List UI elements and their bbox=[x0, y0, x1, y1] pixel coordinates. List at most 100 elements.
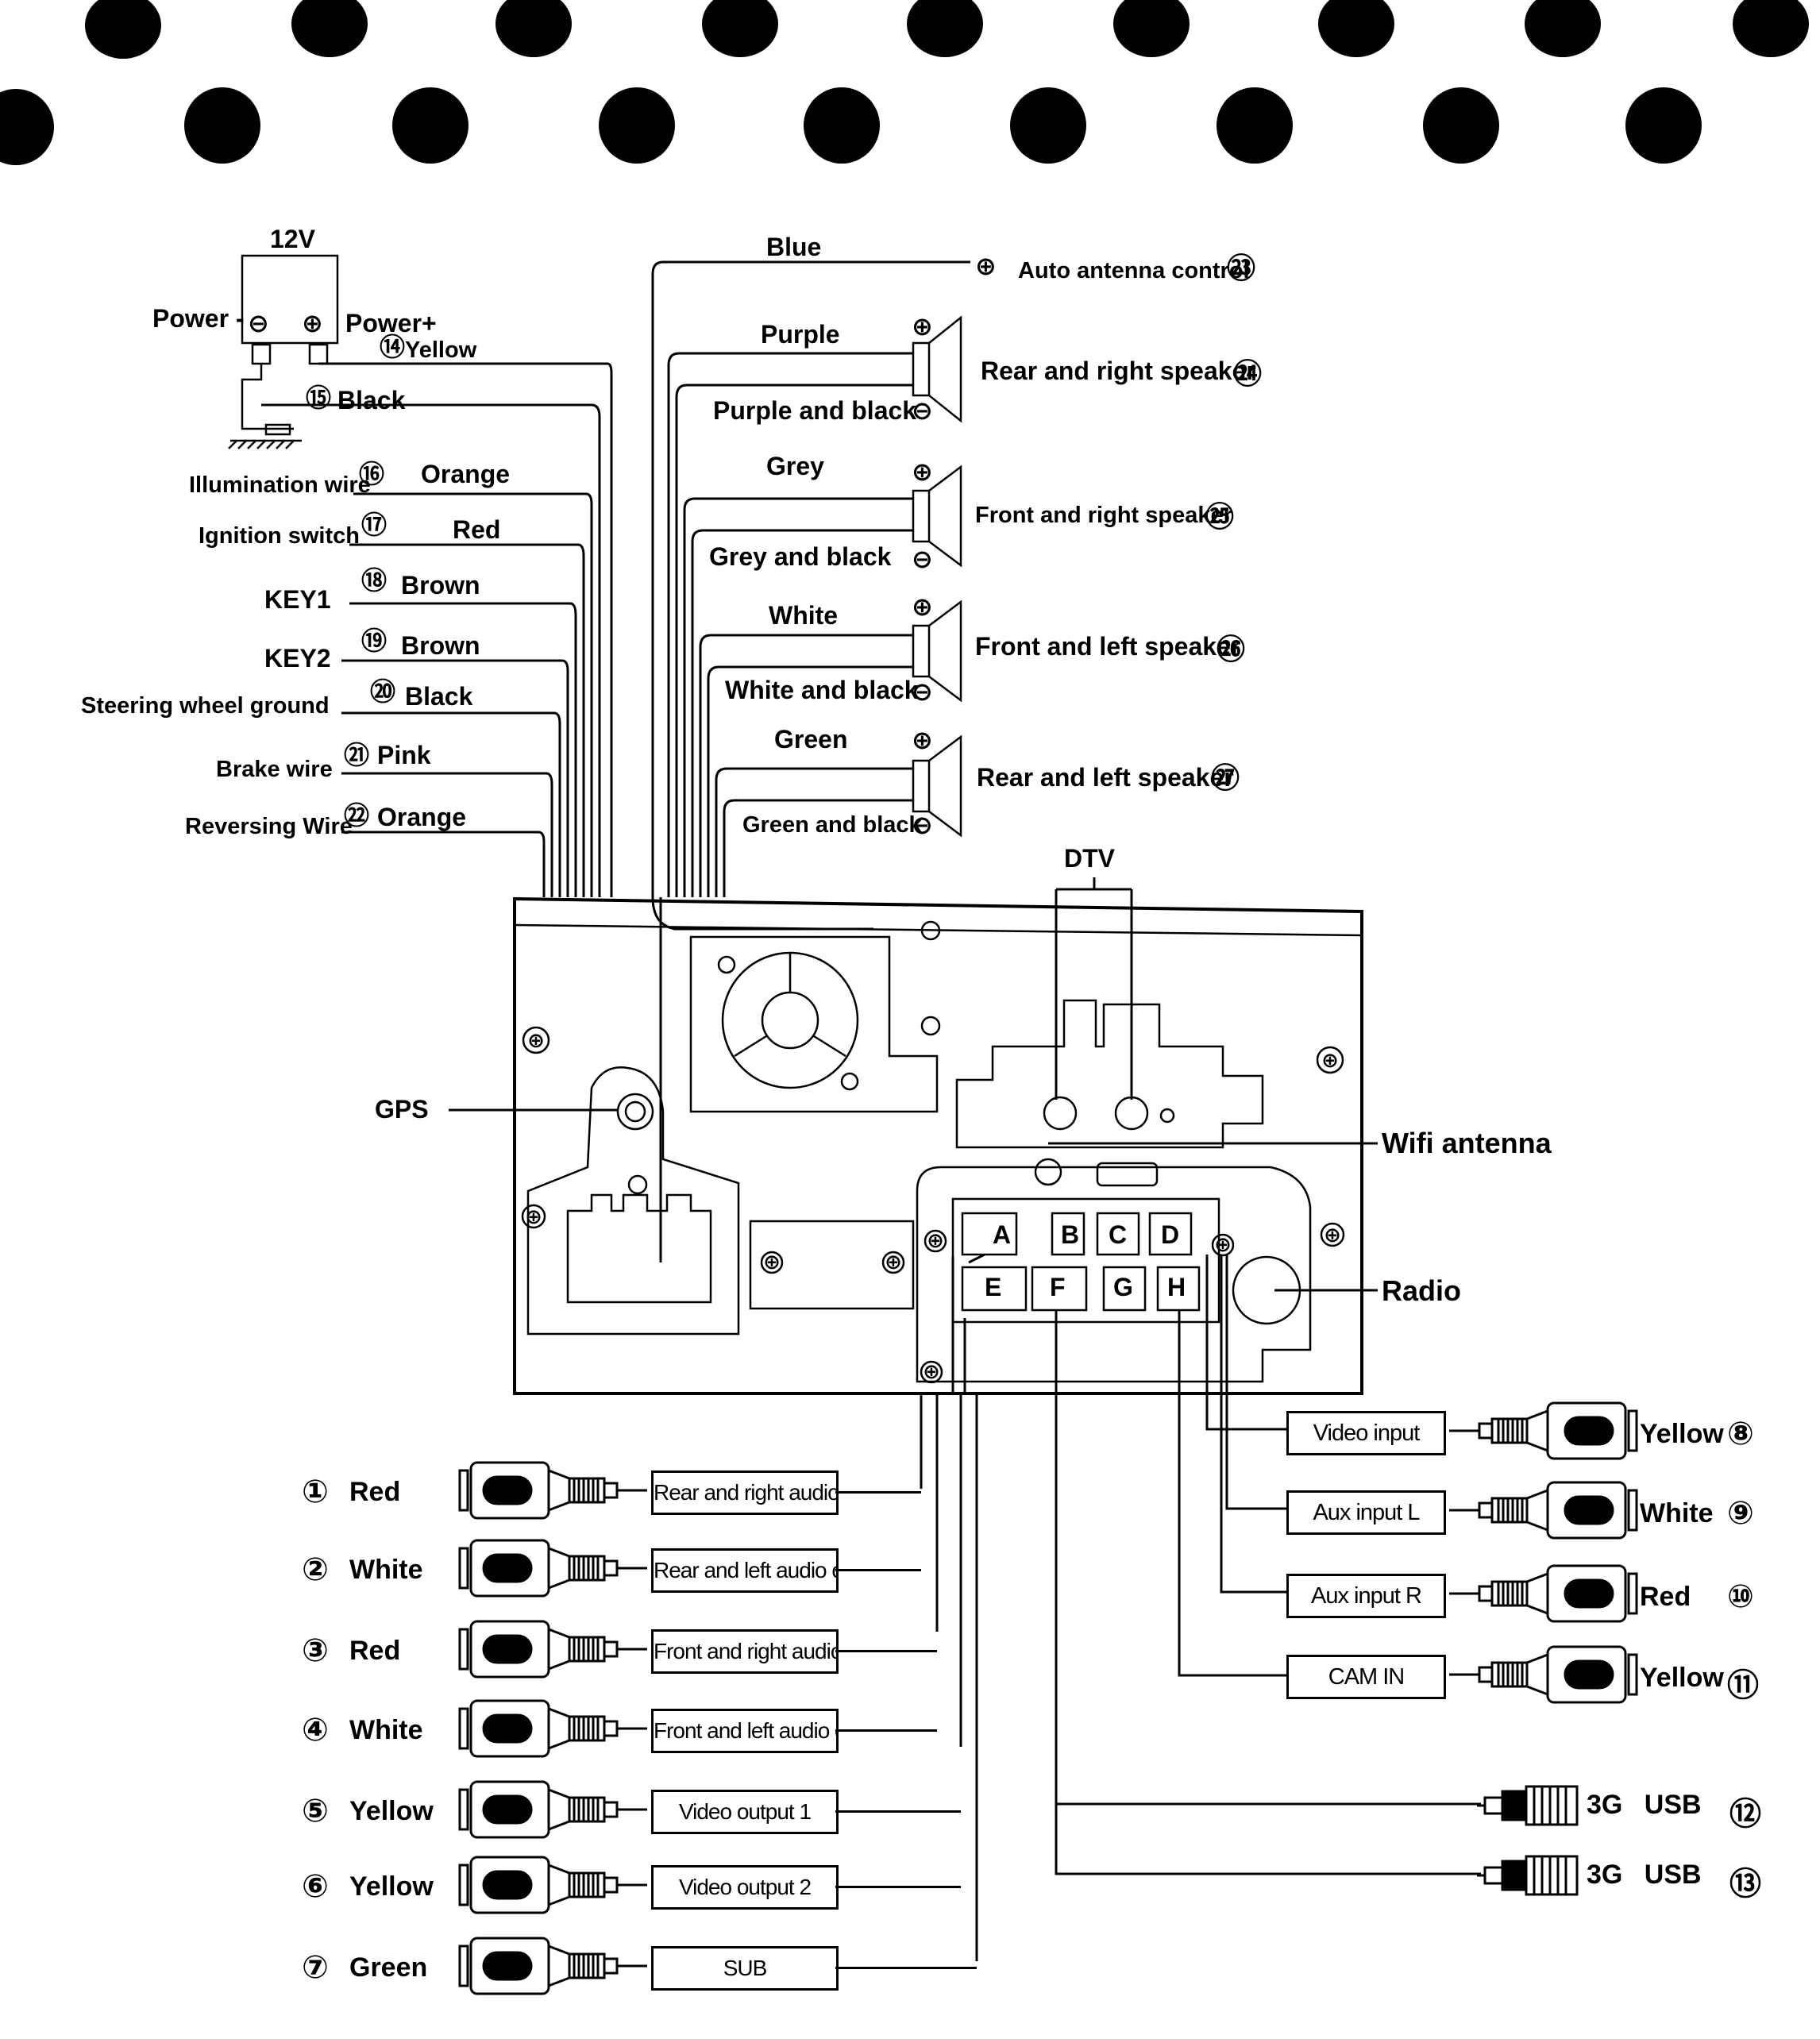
speaker-25-neg: Grey and black bbox=[709, 542, 892, 571]
wire-16-label: Illumination wire bbox=[189, 472, 371, 498]
output-label: Rear and right audio output bbox=[651, 1470, 839, 1515]
output-color: White bbox=[349, 1555, 423, 1585]
port-c: C bbox=[1096, 1212, 1140, 1256]
input-row: Aux input L White ⑨ bbox=[1286, 1481, 1795, 1544]
port-grid: A B C D E F G H bbox=[961, 1212, 1201, 1312]
svg-text:⊕: ⊕ bbox=[525, 1205, 542, 1228]
wire-15-num: ⑮ bbox=[306, 384, 331, 412]
rca-plug-icon bbox=[457, 1620, 647, 1679]
output-num: ② bbox=[302, 1552, 329, 1587]
usb-num: ⑫ bbox=[1729, 1797, 1761, 1832]
speaker-27: Green Green and black Rear and left spea… bbox=[715, 725, 1240, 897]
usb-plug-icon bbox=[1477, 1852, 1580, 1899]
wire-21-label: Brake wire bbox=[216, 757, 333, 782]
antenna-color: Blue bbox=[766, 233, 821, 261]
wire-19-num: ⑲ bbox=[361, 626, 387, 655]
output-color: White bbox=[349, 1715, 423, 1745]
output-label: Video output 2 bbox=[651, 1865, 839, 1910]
speaker-24-neg-sign: ⊖ bbox=[912, 396, 933, 425]
usb-label: 3G USB bbox=[1587, 1790, 1702, 1820]
speaker-27-neg: Green and black bbox=[742, 812, 923, 838]
output-row: ⑦ Green SUB bbox=[302, 1935, 977, 1999]
svg-text:⊕: ⊕ bbox=[527, 1028, 545, 1052]
rca-plug-icon bbox=[457, 1539, 647, 1598]
speaker-25-num: ㉕ bbox=[1205, 500, 1234, 533]
port-e: E bbox=[961, 1266, 1028, 1312]
svg-text:⊕: ⊕ bbox=[1321, 1048, 1339, 1072]
output-row: ④ White Front and left audio output bbox=[302, 1698, 977, 1761]
rca-jack-icon bbox=[1449, 1481, 1638, 1540]
antenna-sign: ⊕ bbox=[975, 252, 997, 280]
wire-17-color: Red bbox=[453, 515, 500, 544]
output-label: SUB bbox=[651, 1946, 839, 1991]
usb-plug-icon bbox=[1477, 1782, 1580, 1829]
port-e-letter: E bbox=[985, 1273, 1001, 1301]
svg-text:⊕: ⊕ bbox=[927, 1228, 944, 1252]
port-a: A bbox=[961, 1212, 1018, 1256]
wire-20-num: ⑳ bbox=[370, 677, 395, 706]
speaker-26-num: ㉖ bbox=[1217, 633, 1245, 665]
usb-label: 3G USB bbox=[1587, 1860, 1702, 1890]
usb-num: ⑬ bbox=[1729, 1867, 1761, 1902]
output-row: ② White Rear and left audio output bbox=[302, 1537, 977, 1601]
port-a-letter: A bbox=[993, 1220, 1011, 1249]
svg-text:⊕: ⊕ bbox=[885, 1250, 902, 1274]
speaker-group: Purple Purple and black Rear and right s… bbox=[667, 312, 1262, 897]
wifi-label: Wifi antenna bbox=[1382, 1127, 1552, 1159]
rca-jack-icon bbox=[1449, 1564, 1638, 1623]
antenna-num: ㉓ bbox=[1227, 252, 1255, 284]
port-f-letter: F bbox=[1050, 1273, 1066, 1301]
output-row: ⑥ Yellow Video output 2 bbox=[302, 1854, 977, 1918]
wire-18-color: Brown bbox=[401, 571, 480, 599]
wire-21: Brake wire ㉑ Pink bbox=[216, 741, 553, 897]
rca-jack-icon bbox=[1449, 1401, 1638, 1460]
wire-20-label: Steering wheel ground bbox=[81, 693, 330, 719]
speaker-25: Grey Grey and black Front and right spea… bbox=[683, 452, 1234, 897]
wire-14-num: ⑭ bbox=[380, 333, 405, 361]
wire-14-color: Yellow bbox=[405, 337, 477, 363]
speaker-27-num: ㉗ bbox=[1211, 761, 1240, 794]
wire-19-color: Brown bbox=[401, 631, 480, 660]
wire-21-num: ㉑ bbox=[344, 741, 369, 769]
svg-text:⊕: ⊕ bbox=[923, 1359, 940, 1383]
power-minus-sign: ⊖ bbox=[248, 309, 269, 337]
input-color: White bbox=[1640, 1498, 1714, 1528]
voltage-label: 12V bbox=[270, 225, 316, 253]
input-row: CAM IN Yellow ⑪ bbox=[1286, 1645, 1795, 1709]
port-b: B bbox=[1051, 1212, 1085, 1256]
power-plus-label: Power+ bbox=[345, 309, 437, 337]
speaker-24-neg: Purple and black bbox=[713, 396, 916, 425]
wire-16-color: Orange bbox=[421, 460, 510, 488]
wire-17-num: ⑰ bbox=[361, 511, 387, 539]
port-g-letter: G bbox=[1113, 1273, 1133, 1301]
output-num: ③ bbox=[302, 1633, 329, 1668]
speaker-27-label: Rear and left speaker bbox=[977, 763, 1234, 792]
output-color: Yellow bbox=[349, 1871, 434, 1902]
input-group bbox=[963, 1253, 1481, 1875]
left-wire-group: ⑭ Yellow ⑮ Black Illumination wire ⑯ Ora… bbox=[81, 333, 613, 897]
input-num: ⑧ bbox=[1727, 1417, 1754, 1451]
speaker-26: White White and black Front and left spe… bbox=[699, 592, 1245, 897]
speaker-25-pos: Grey bbox=[766, 452, 824, 480]
power-minus-label: Power - bbox=[152, 304, 245, 333]
output-wire bbox=[835, 1729, 937, 1732]
speaker-27-pos: Green bbox=[774, 725, 847, 754]
wire-16-num: ⑯ bbox=[359, 460, 384, 488]
speaker-25-neg-sign: ⊖ bbox=[912, 545, 933, 573]
svg-text:⊕: ⊕ bbox=[1324, 1223, 1341, 1247]
input-num: ⑩ bbox=[1727, 1579, 1754, 1614]
svg-text:⊕: ⊕ bbox=[1214, 1232, 1232, 1256]
port-c-letter: C bbox=[1109, 1220, 1127, 1249]
input-label: Aux input L bbox=[1286, 1490, 1446, 1535]
wire-22-label: Reversing Wire bbox=[185, 814, 353, 839]
output-row: ③ Red Front and right audio output bbox=[302, 1618, 977, 1682]
output-wire bbox=[835, 1810, 961, 1813]
output-num: ① bbox=[302, 1474, 329, 1509]
input-label: Video input bbox=[1286, 1411, 1446, 1455]
wire-21-color: Pink bbox=[377, 741, 431, 769]
wire-17: Ignition switch ⑰ Red bbox=[199, 511, 585, 897]
wire-19: KEY2 ⑲ Brown bbox=[264, 626, 569, 897]
speaker-24-label: Rear and right speaker bbox=[981, 357, 1256, 385]
rca-jack-icon bbox=[1449, 1645, 1638, 1704]
rca-plug-icon bbox=[457, 1937, 647, 1995]
